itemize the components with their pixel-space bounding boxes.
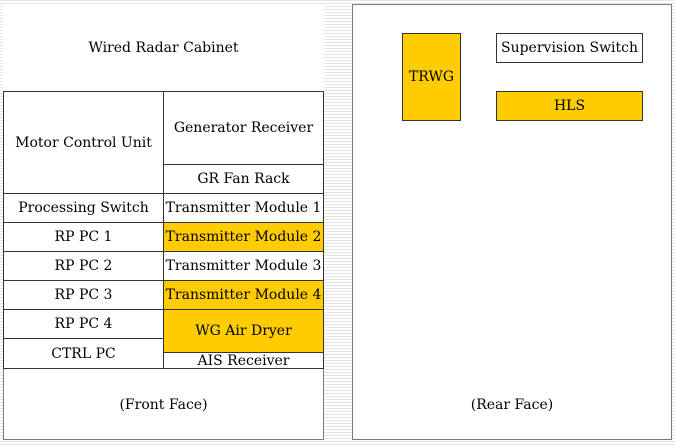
generator-receiver: Generator Receiver (163, 91, 324, 165)
transmitter-module-1: Transmitter Module 1 (163, 193, 324, 223)
rp-pc-1: RP PC 1 (3, 222, 164, 252)
ctrl-pc: CTRL PC (3, 338, 164, 369)
supervision-switch: Supervision Switch (496, 33, 643, 63)
rear-face-panel (352, 4, 672, 440)
trwg-module: TRWG (402, 33, 461, 121)
hls-module: HLS (496, 91, 643, 121)
transmitter-module-2: Transmitter Module 2 (163, 222, 324, 252)
processing-switch: Processing Switch (3, 193, 164, 223)
transmitter-module-4: Transmitter Module 4 (163, 280, 324, 310)
ais-receiver: AIS Receiver (163, 352, 324, 369)
rp-pc-3: RP PC 3 (3, 280, 164, 310)
rp-pc-2: RP PC 2 (3, 251, 164, 281)
front-face-caption: (Front Face) (119, 397, 208, 413)
wg-air-dryer: WG Air Dryer (163, 309, 324, 353)
gr-fan-rack: GR Fan Rack (163, 164, 324, 194)
cabinet-title: Wired Radar Cabinet (3, 4, 324, 93)
rear-face-caption: (Rear Face) (470, 397, 554, 413)
transmitter-module-3: Transmitter Module 3 (163, 251, 324, 281)
rp-pc-4: RP PC 4 (3, 309, 164, 339)
motor-control-unit: Motor Control Unit (3, 91, 164, 194)
